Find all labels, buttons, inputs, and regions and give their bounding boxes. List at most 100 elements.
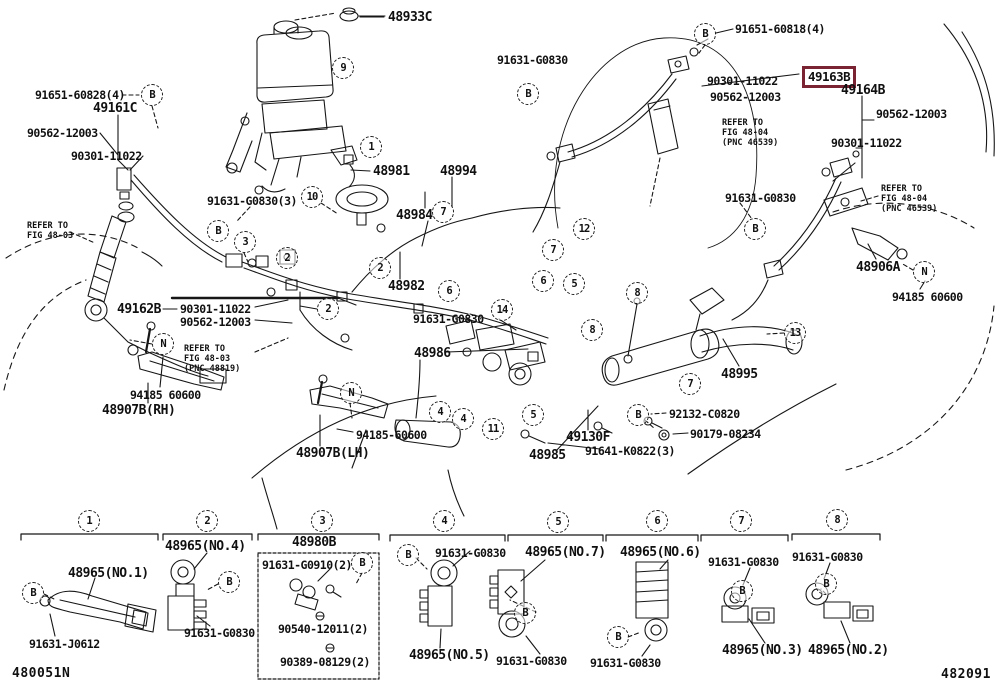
part-number-label: 48980B <box>292 535 336 550</box>
part-number-label: 91651-60818(4) <box>735 22 825 36</box>
part-number-label: 90301-11022 <box>180 302 251 316</box>
callout-B: B <box>517 83 539 105</box>
part-number-label: 90179-08234 <box>690 427 761 441</box>
part-number-label: 48965(NO.2) <box>808 643 889 658</box>
part-number-label: 90562-12003 <box>876 107 947 121</box>
callout-N: N <box>340 382 362 404</box>
part-number-label: REFER TO FIG 48-04 (PNC 46539) <box>881 184 938 215</box>
callout-1: 1 <box>360 136 382 158</box>
part-number-label: REFER TO FIG 48-04 (PNC 46539) <box>722 118 779 149</box>
part-number-label: 91631-G0830 <box>497 53 568 67</box>
part-number-label: 48985 <box>529 448 566 463</box>
part-number-label: 91631-G0830 <box>725 191 796 205</box>
callout-B: B <box>731 580 753 602</box>
callout-B: B <box>514 602 536 624</box>
callout-B: B <box>351 552 373 574</box>
front-right-drawing <box>532 37 758 249</box>
callout-4: 4 <box>429 401 451 423</box>
callout-B: B <box>207 220 229 242</box>
part-number-label: 90562-12003 <box>180 315 251 329</box>
leader-lines <box>49 16 926 657</box>
part-number-label: 91631-G0830(3) <box>207 194 297 208</box>
callout-3: 3 <box>234 231 256 253</box>
part-number-label: 48984 <box>396 208 433 223</box>
callout-7: 7 <box>542 239 564 261</box>
part-number-label: 90562-12003 <box>710 90 781 104</box>
callout-11: 11 <box>482 418 504 440</box>
callout-B: B <box>815 573 837 595</box>
part-number-label: 94185-60600 <box>356 428 427 442</box>
part-number-label: 91631-G0830 <box>184 626 255 640</box>
callout-4: 4 <box>433 510 455 532</box>
part-number-label: 91631-J0612 <box>29 637 100 651</box>
part-number-label: 48982 <box>388 279 425 294</box>
callout-3: 3 <box>311 510 333 532</box>
part-number-label: 91641-K0822(3) <box>585 444 675 458</box>
part-number-label: 92132-C0820 <box>669 407 740 421</box>
callout-9: 9 <box>332 57 354 79</box>
part-number-label: 91631-G0830 <box>496 654 567 668</box>
callout-5: 5 <box>522 404 544 426</box>
master-cylinder-drawing <box>225 7 389 233</box>
part-number-label: 49130F <box>566 430 610 445</box>
callout-7: 7 <box>432 201 454 223</box>
rear-right-drawing <box>731 23 995 471</box>
dashed-leader-lines <box>43 44 914 638</box>
callout-6: 6 <box>532 270 554 292</box>
callout-8: 8 <box>826 509 848 531</box>
drawing-code-left: 480051N <box>12 666 71 681</box>
callout-7: 7 <box>730 510 752 532</box>
brake-tubes-drawing <box>170 206 561 530</box>
part-number-label: 49161C <box>93 101 137 116</box>
callout-B: B <box>397 544 419 566</box>
drawing-code-right: 482091 <box>941 667 991 682</box>
callout-13: 13 <box>784 322 806 344</box>
callout-B: B <box>218 571 240 593</box>
section-3-dashed-box <box>257 552 380 680</box>
part-number-label: 49162B <box>117 302 161 317</box>
part-number-label: 48907B(LH) <box>296 446 370 461</box>
callout-5: 5 <box>547 511 569 533</box>
callout-2: 2 <box>369 257 391 279</box>
callout-N: N <box>913 261 935 283</box>
callout-6: 6 <box>438 280 460 302</box>
part-number-label: 94185 60600 <box>892 290 963 304</box>
callout-7: 7 <box>679 373 701 395</box>
part-number-label: 91631-G0910(2) <box>262 558 352 572</box>
part-number-label: 91631-G0830 <box>435 546 506 560</box>
part-number-label: 90301-11022 <box>707 74 778 88</box>
part-number-label: 48965(NO.5) <box>409 648 490 663</box>
part-number-label: 90301-11022 <box>71 149 142 163</box>
callout-8: 8 <box>581 319 603 341</box>
part-number-label: 91631-G0830 <box>590 656 661 670</box>
callout-8: 8 <box>626 282 648 304</box>
part-number-label: 91631-G0830 <box>792 550 863 564</box>
callout-14: 14 <box>491 299 513 321</box>
callout-2: 2 <box>276 247 298 269</box>
callout-B: B <box>744 218 766 240</box>
part-number-label: 91651-60828(4) <box>35 88 125 102</box>
callout-6: 6 <box>646 510 668 532</box>
callout-B: B <box>627 404 649 426</box>
highlighted-part-number: 49163B <box>802 66 857 89</box>
part-number-label: 48906A <box>856 260 900 275</box>
part-number-label: 48995 <box>721 367 758 382</box>
part-number-label: 90389-08129(2) <box>280 655 370 669</box>
part-number-label: 48981 <box>373 164 410 179</box>
callout-N: N <box>152 333 174 355</box>
callout-B: B <box>607 626 629 648</box>
part-number-label: 90562-12003 <box>27 126 98 140</box>
callout-12: 12 <box>573 218 595 240</box>
part-number-label: 91631-G0830 <box>708 555 779 569</box>
part-number-label: 90301-11022 <box>831 136 902 150</box>
callout-B: B <box>694 23 716 45</box>
part-number-label: 48965(NO.4) <box>165 539 246 554</box>
callout-10: 10 <box>301 186 323 208</box>
part-number-label: 49164B <box>841 83 885 98</box>
part-number-label: 48933C <box>388 10 432 25</box>
part-number-label: 94185 60600 <box>130 388 201 402</box>
part-number-label: 48994 <box>440 164 477 179</box>
